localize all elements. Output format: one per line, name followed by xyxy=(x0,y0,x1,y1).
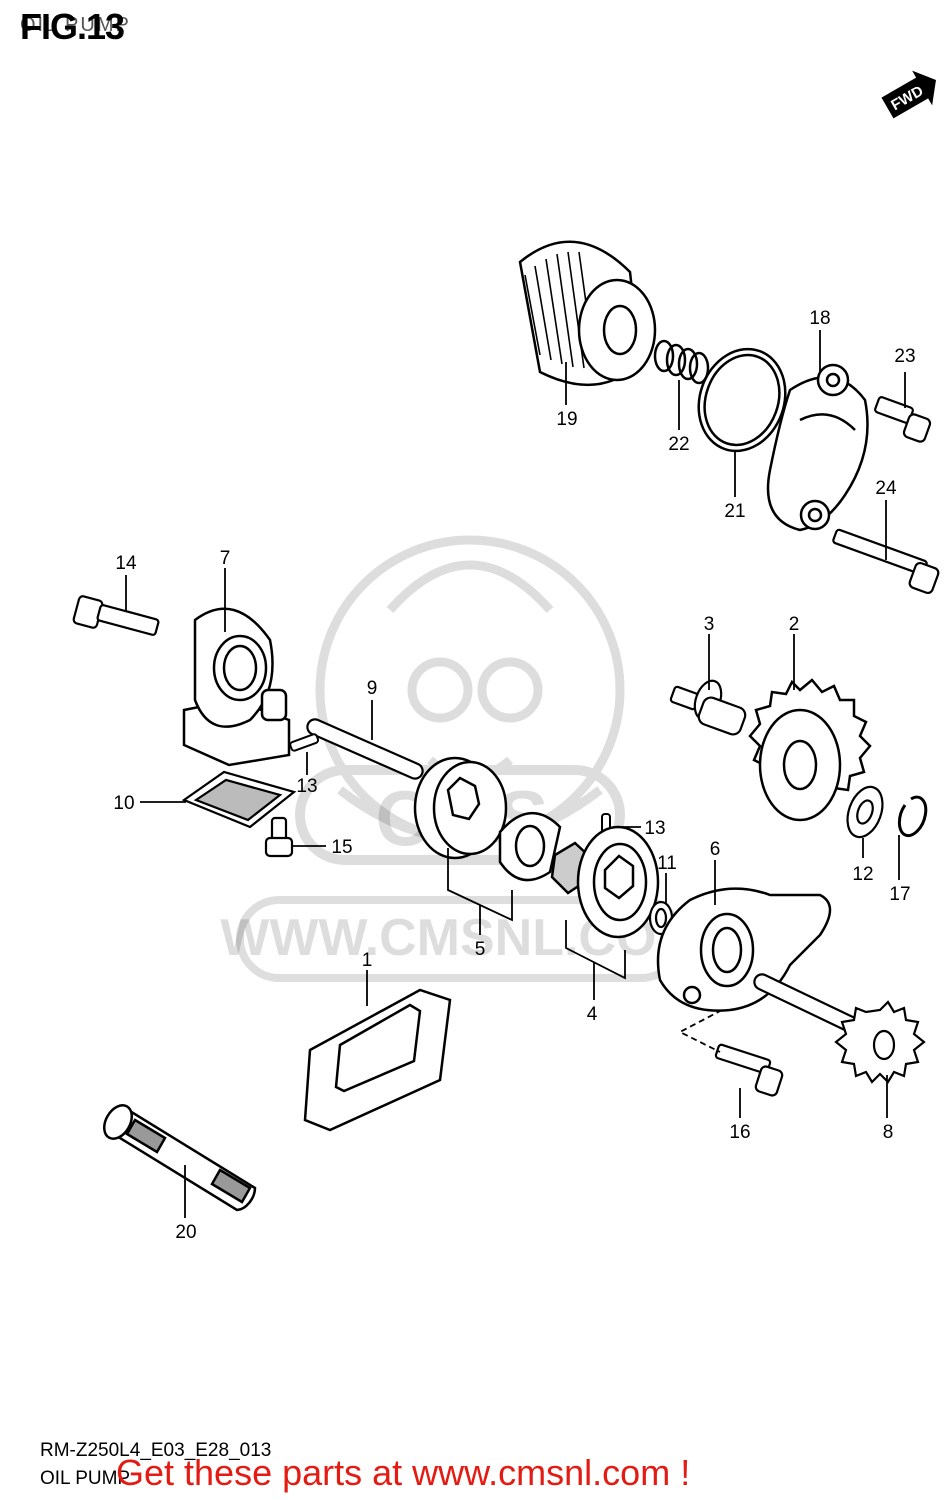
callout-23: 23 xyxy=(894,346,915,367)
part-14-flange-bolt xyxy=(72,595,160,636)
part-19-oil-filter xyxy=(518,240,657,387)
callout-8: 8 xyxy=(883,1122,894,1143)
callout-19: 19 xyxy=(556,409,577,430)
part-12-washer xyxy=(846,785,884,839)
callout-leader-lines xyxy=(125,330,906,1218)
callout-24: 24 xyxy=(875,478,897,499)
part-3-gear-shaft xyxy=(669,679,747,736)
callout-15: 15 xyxy=(331,837,352,858)
callout-10: 10 xyxy=(113,793,134,814)
part-18-oil-filter-cap xyxy=(766,363,869,532)
callout-11: 11 xyxy=(657,853,677,874)
part-8-drive-gear-shaft xyxy=(753,973,926,1084)
part-15-bolt xyxy=(264,816,294,858)
callout-13-right: 13 xyxy=(644,818,665,839)
part-5-rotor-set xyxy=(413,756,562,882)
callout-4: 4 xyxy=(587,1004,598,1025)
part-17-circlip xyxy=(897,795,928,838)
part-7-oil-strainer xyxy=(182,607,291,767)
part-6-pump-body xyxy=(656,887,832,1012)
callout-13-left: 13 xyxy=(296,776,317,797)
callout-3: 3 xyxy=(704,614,715,635)
callout-14: 14 xyxy=(115,553,137,574)
figure-title: FIG.13 xyxy=(20,6,125,47)
promo-link[interactable]: Get these parts at www.cmsnl.com ! xyxy=(116,1452,691,1493)
callout-17: 17 xyxy=(889,884,910,905)
callout-numbers: 1 2 3 4 5 6 7 8 9 10 11 12 13 13 14 15 1… xyxy=(113,308,915,1243)
part-4-rotor-set xyxy=(550,825,660,939)
fwd-direction-arrow: FWD xyxy=(881,70,936,119)
diagram-code: RM-Z250L4_E03_E28_013 xyxy=(40,1440,272,1461)
part-1-gasket xyxy=(303,988,452,1132)
callout-1: 1 xyxy=(362,950,373,971)
part-22-spring xyxy=(653,339,710,385)
callout-20: 20 xyxy=(175,1222,196,1243)
part-24-long-bolt xyxy=(832,528,940,595)
callout-7: 7 xyxy=(220,548,231,569)
callout-2: 2 xyxy=(789,614,800,635)
part-16-bolt xyxy=(714,1043,784,1097)
callout-9: 9 xyxy=(367,678,378,699)
part-10-strainer-screen xyxy=(181,770,297,829)
part-2-driven-gear xyxy=(748,678,872,822)
part-20-strainer-tube xyxy=(103,1104,257,1212)
callout-12: 12 xyxy=(852,864,873,885)
callout-16: 16 xyxy=(729,1122,750,1143)
callout-22: 22 xyxy=(668,434,689,455)
part-9-pump-shaft xyxy=(306,718,424,780)
figure-subtitle: OIL PUMP xyxy=(20,14,131,36)
part-23-bolt xyxy=(874,396,932,443)
callout-5: 5 xyxy=(475,939,486,960)
callout-18: 18 xyxy=(809,308,830,329)
footer-caption: OIL PUMP xyxy=(40,1468,131,1489)
part-13-pin-left xyxy=(289,733,320,752)
callout-21: 21 xyxy=(724,501,745,522)
callout-6: 6 xyxy=(710,839,721,860)
